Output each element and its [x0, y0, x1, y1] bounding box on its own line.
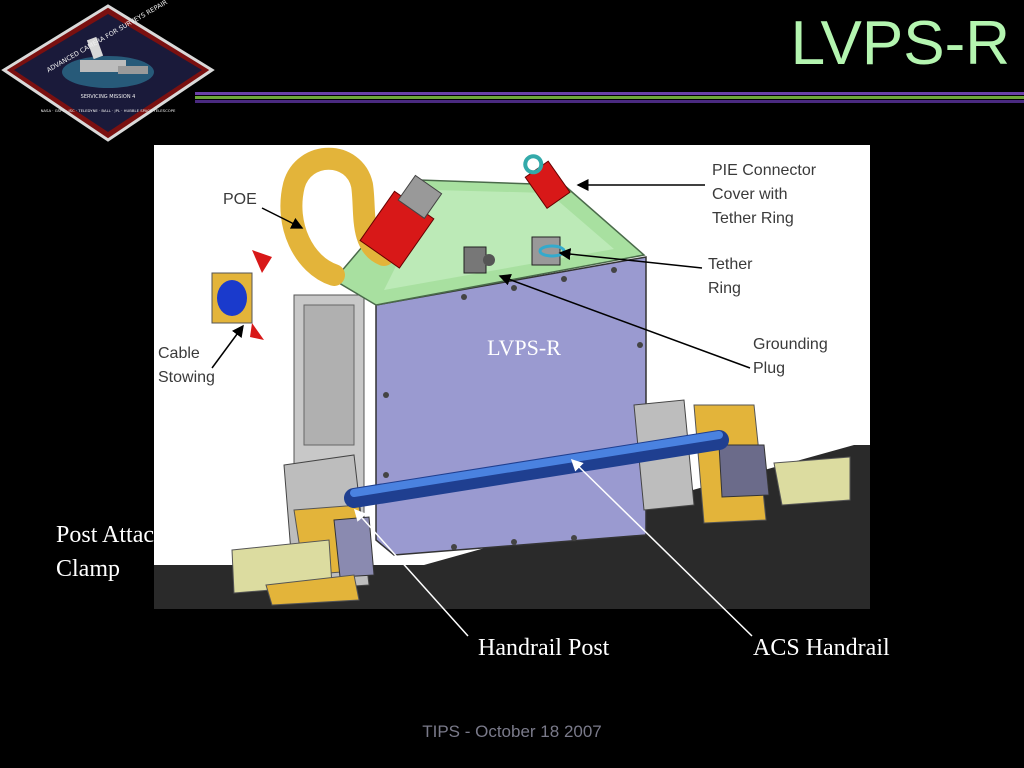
callout-tether-ring: Tether Ring [708, 256, 753, 297]
lvps-r-box-label: LVPS-R [487, 335, 561, 360]
slide-footer: TIPS - October 18 2007 [422, 722, 602, 741]
poe-hose [280, 147, 395, 286]
grounding-plug [463, 246, 487, 274]
tether-ring-mount [531, 236, 561, 266]
pie-connector-cover [523, 154, 571, 210]
callout-poe: POE [223, 191, 257, 208]
red-connector [359, 174, 443, 269]
label-post-attachment-clamp: Post Attachment Clamp [56, 522, 214, 582]
callout-grounding-plug: Grounding Plug [753, 336, 828, 377]
logo-text-bottom: NASA · GSFC · JSC · TELEDYNE · BALL · JP… [41, 108, 176, 113]
title-rule-green [195, 96, 1024, 99]
label-handrail-post: Handrail Post [478, 635, 610, 661]
callout-pie-connector: PIE Connector Cover with Tether Ring [712, 162, 817, 227]
title-rule-purple-lower [195, 100, 1024, 103]
left-post-attachment-clamp [231, 454, 375, 606]
box-front-face [375, 256, 647, 556]
label-acs-handrail: ACS Handrail [753, 635, 890, 661]
acs-handrail [344, 430, 729, 508]
slide-title: LVPS-R [790, 9, 1010, 78]
title-rule-purple [195, 92, 1024, 95]
callout-cable-stowing: Cable Stowing [158, 345, 215, 386]
cable-stowing-bracket [211, 250, 272, 340]
logo-text-mid: SERVICING MISSION 4 [81, 94, 136, 100]
acs-repair-mission-logo: ADVANCED CAMERA FOR SURVEYS REPAIR SERVI… [1, 0, 215, 142]
